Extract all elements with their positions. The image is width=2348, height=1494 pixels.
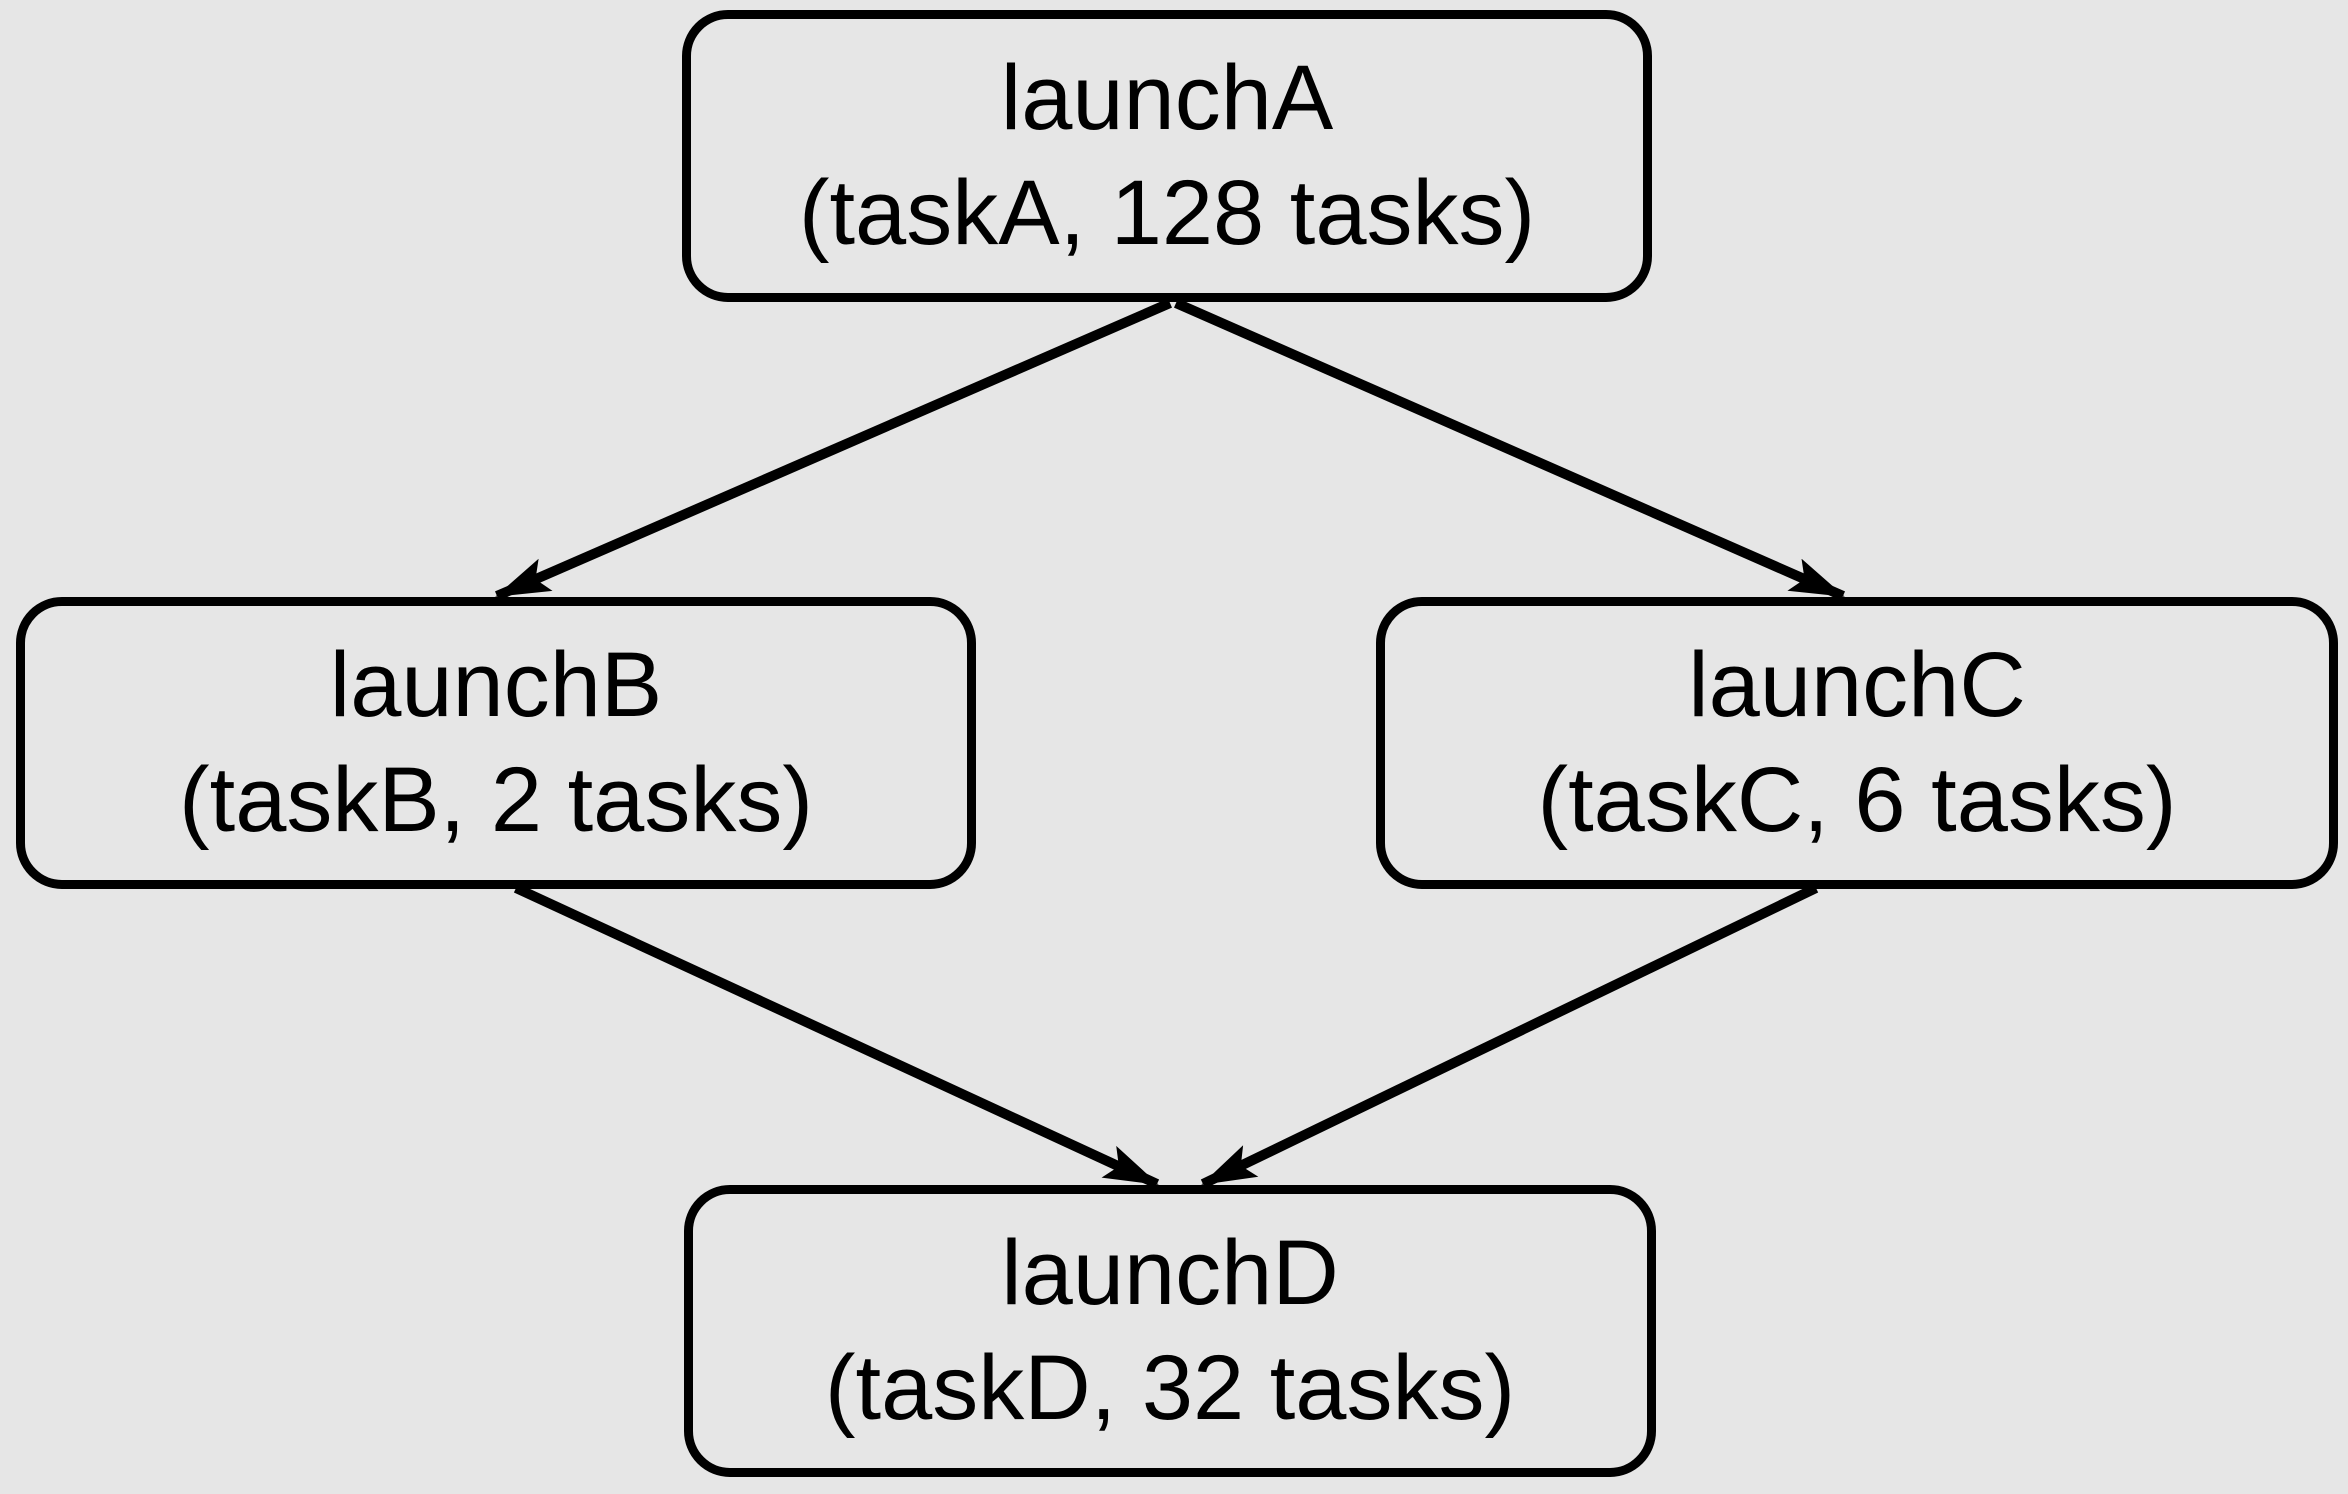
node-launchA: launchA (taskA, 128 tasks) xyxy=(682,10,1652,302)
node-launchB-detail: (taskB, 2 tasks) xyxy=(179,749,813,851)
node-launchD: launchD (taskD, 32 tasks) xyxy=(684,1185,1656,1477)
node-launchC-title: launchC xyxy=(1688,634,2026,736)
node-launchA-detail: (taskA, 128 tasks) xyxy=(798,162,1536,264)
node-launchB: launchB (taskB, 2 tasks) xyxy=(16,597,976,889)
node-launchC: launchC (taskC, 6 tasks) xyxy=(1376,597,2338,889)
edge-launchC-launchD xyxy=(1200,883,1819,1189)
node-launchB-title: launchB xyxy=(329,634,663,736)
edge-launchB-launchD xyxy=(513,883,1160,1189)
edge-launchA-launchC xyxy=(1173,298,1846,601)
node-launchD-title: launchD xyxy=(1001,1222,1339,1324)
node-launchD-detail: (taskD, 32 tasks) xyxy=(824,1337,1516,1439)
node-launchC-detail: (taskC, 6 tasks) xyxy=(1537,749,2177,851)
node-launchA-title: launchA xyxy=(1000,47,1334,149)
edge-launchA-launchB xyxy=(495,298,1172,601)
